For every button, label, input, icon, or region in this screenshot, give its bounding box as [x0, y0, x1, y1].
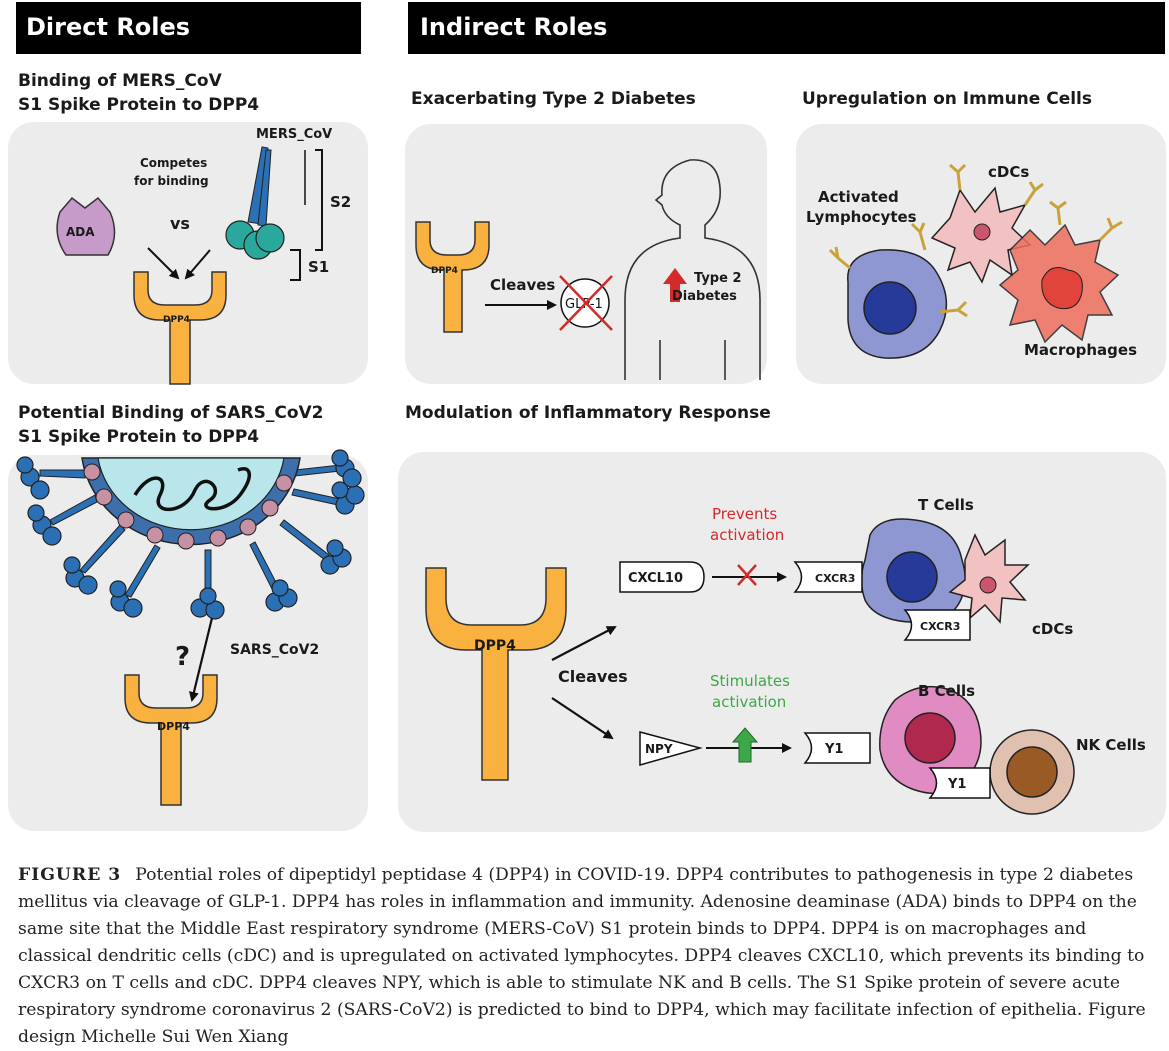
direct-roles-header: Direct Roles: [16, 2, 361, 54]
svg-text:activation: activation: [710, 526, 784, 544]
npy-ligand: [639, 731, 703, 766]
svg-text:for binding: for binding: [134, 174, 209, 188]
mers-title-line1: Binding of MERS_CoV: [18, 71, 223, 91]
mers-title-line2: S1 Spike Protein to DPP4: [18, 95, 259, 115]
svg-text:cDCs: cDCs: [988, 163, 1029, 181]
sars-title-line2: S1 Spike Protein to DPP4: [18, 427, 259, 447]
mers-panel: Binding of MERS_CoV S1 Spike Protein to …: [8, 71, 368, 385]
svg-text:Activated: Activated: [818, 188, 899, 206]
svg-text:S2: S2: [330, 193, 351, 211]
diabetes-title: Exacerbating Type 2 Diabetes: [411, 89, 696, 109]
svg-text:Prevents: Prevents: [712, 505, 777, 523]
sars-panel: Potential Binding of SARS_CoV2 S1 Spike …: [8, 403, 368, 831]
svg-text:Y1: Y1: [824, 742, 843, 757]
inflammatory-panel: Modulation of Inflammatory Response DPP4…: [398, 403, 1166, 832]
immune-title: Upregulation on Immune Cells: [802, 89, 1092, 109]
ada-protein: [56, 196, 116, 256]
svg-text:Cleaves: Cleaves: [558, 667, 628, 686]
up-arrow-icon: [663, 268, 687, 302]
svg-text:Lymphocytes: Lymphocytes: [806, 208, 917, 226]
svg-text:Competes: Competes: [140, 156, 207, 170]
svg-text:NPY: NPY: [645, 742, 673, 756]
cxcr3-receptor-bottom: [903, 609, 971, 641]
svg-text:S1: S1: [308, 258, 329, 276]
svg-text:?: ?: [175, 642, 190, 672]
svg-text:B Cells: B Cells: [918, 682, 975, 700]
svg-text:Stimulates: Stimulates: [710, 672, 790, 690]
sars-title-line1: Potential Binding of SARS_CoV2: [18, 403, 324, 423]
mers-spike-icon: [225, 146, 285, 260]
y1-receptor-bottom: [928, 767, 991, 799]
person-silhouette-icon: [624, 159, 761, 380]
svg-text:Indirect Roles: Indirect Roles: [420, 13, 607, 41]
svg-text:DPP4: DPP4: [474, 638, 516, 654]
svg-text:cDCs: cDCs: [1032, 620, 1073, 638]
y1-receptor-top: [803, 732, 871, 764]
caption-label: FIGURE 3: [18, 865, 122, 885]
caption-text: Potential roles of dipeptidyl peptidase …: [18, 865, 1146, 1047]
svg-text:activation: activation: [712, 693, 786, 711]
svg-text:DPP4: DPP4: [431, 266, 458, 276]
svg-text:ADA: ADA: [66, 225, 95, 239]
svg-text:vs: vs: [170, 214, 190, 233]
diabetes-panel: Exacerbating Type 2 Diabetes DPP4 Cleave…: [405, 89, 767, 384]
svg-text:Diabetes: Diabetes: [672, 289, 737, 304]
cxcr3-receptor-top: [793, 561, 863, 593]
svg-text:Macrophages: Macrophages: [1024, 341, 1137, 359]
svg-text:Direct Roles: Direct Roles: [26, 13, 190, 41]
svg-text:DPP4: DPP4: [163, 315, 190, 325]
cxcl10-ligand: [619, 561, 705, 593]
svg-text:CXCR3: CXCR3: [920, 620, 960, 633]
indirect-roles-header: Indirect Roles: [408, 2, 1165, 54]
svg-text:T Cells: T Cells: [918, 496, 974, 514]
diabetes-dpp4-receptor: [415, 221, 490, 333]
sars-dpp4-receptor: [124, 674, 218, 806]
svg-text:CXCL10: CXCL10: [628, 571, 683, 586]
sars-virus-icon: [16, 449, 365, 620]
svg-text:Y1: Y1: [947, 777, 966, 792]
svg-text:SARS_CoV2: SARS_CoV2: [230, 642, 319, 658]
inflammatory-title: Modulation of Inflammatory Response: [405, 403, 771, 423]
svg-text:DPP4: DPP4: [157, 720, 190, 733]
svg-text:CXCR3: CXCR3: [815, 572, 855, 585]
figure-canvas: Direct Roles Indirect Roles Binding of M…: [8, 2, 1166, 832]
svg-text:MERS_CoV: MERS_CoV: [256, 127, 332, 142]
svg-text:Type 2: Type 2: [694, 271, 742, 286]
svg-text:Cleaves: Cleaves: [490, 276, 555, 294]
svg-text:NK Cells: NK Cells: [1076, 736, 1146, 754]
green-up-arrow-icon: [731, 727, 759, 763]
inflam-dpp4-receptor: [425, 567, 567, 781]
mers-dpp4-receptor: [133, 271, 227, 385]
immune-panel: Upregulation on Immune Cells Activated L…: [796, 89, 1166, 384]
